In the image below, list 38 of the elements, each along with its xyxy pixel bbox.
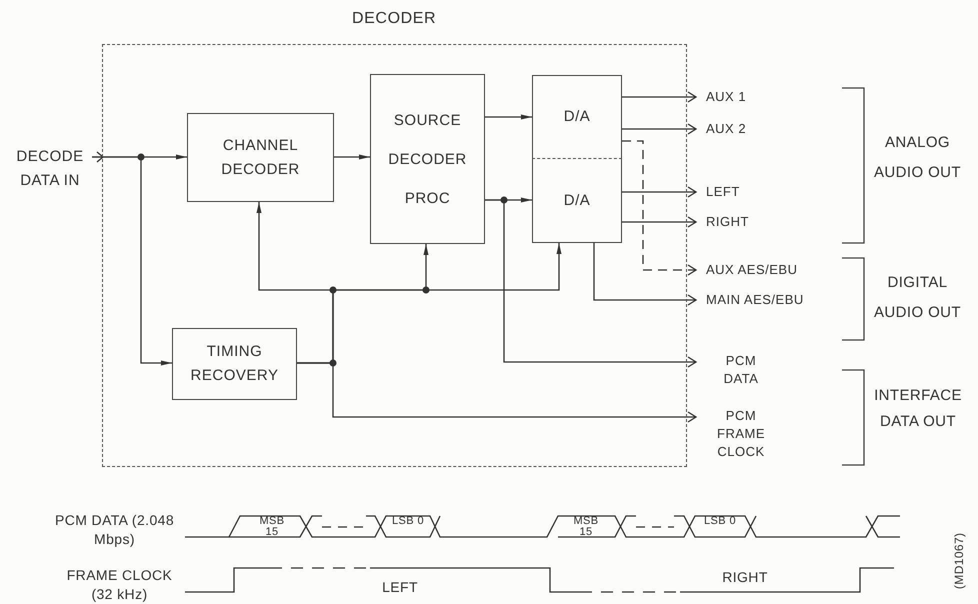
converter-box: D/A (532, 159, 622, 243)
output-signal-label: PCM DATA (696, 352, 786, 392)
input-label: DECODE DATA IN (8, 145, 92, 223)
signal-name: FRAME CLOCK (32 kHz) (66, 566, 174, 604)
signal-arrow (485, 199, 697, 368)
bit-label: LSB 0 (391, 516, 425, 527)
diagram-heading: DECODER (352, 9, 436, 29)
process-box: CHANNEL DECODER (187, 113, 334, 202)
signal-arrow (485, 114, 532, 120)
output-signal-label: AUX 2 (696, 119, 766, 139)
channel-label: LEFT (381, 578, 419, 597)
output-signal-label: LEFT (696, 182, 766, 202)
output-signal-label: AUX AES/EBU (696, 260, 816, 280)
output-signal-label: AUX 1 (696, 87, 766, 107)
signal-name: PCM DATA (2.048 Mbps) (54, 511, 176, 549)
signal-arrow (622, 123, 697, 135)
bit-label: MSB 15 (258, 516, 286, 538)
signal-arrow (622, 91, 697, 103)
process-box: TIMING RECOVERY (172, 328, 297, 400)
group-label: DIGITAL AUDIO OUT (873, 273, 962, 323)
signal-arrow (593, 243, 697, 306)
bit-label: MSB 15 (572, 516, 600, 538)
output-signal-label: MAIN AES/EBU (696, 290, 826, 310)
process-box: SOURCE DECODER PROC (370, 74, 485, 244)
output-signal-label: RIGHT (696, 212, 766, 232)
signal-arrow (92, 156, 172, 366)
converter-box: D/A (532, 75, 622, 159)
output-signal-label: PCM FRAME CLOCK (696, 407, 786, 465)
signal-arrow (622, 186, 697, 198)
signal-arrow (622, 140, 697, 276)
group-label: INTERFACE DATA OUT (873, 386, 963, 432)
signal-arrow (334, 154, 370, 160)
figure-number: (MD1067) (950, 532, 967, 590)
signal-arrow (297, 362, 697, 423)
signal-arrow (622, 216, 697, 228)
group-label: ANALOG AUDIO OUT (873, 133, 962, 183)
channel-label: RIGHT (721, 568, 769, 587)
bit-label: LSB 0 (703, 516, 737, 527)
